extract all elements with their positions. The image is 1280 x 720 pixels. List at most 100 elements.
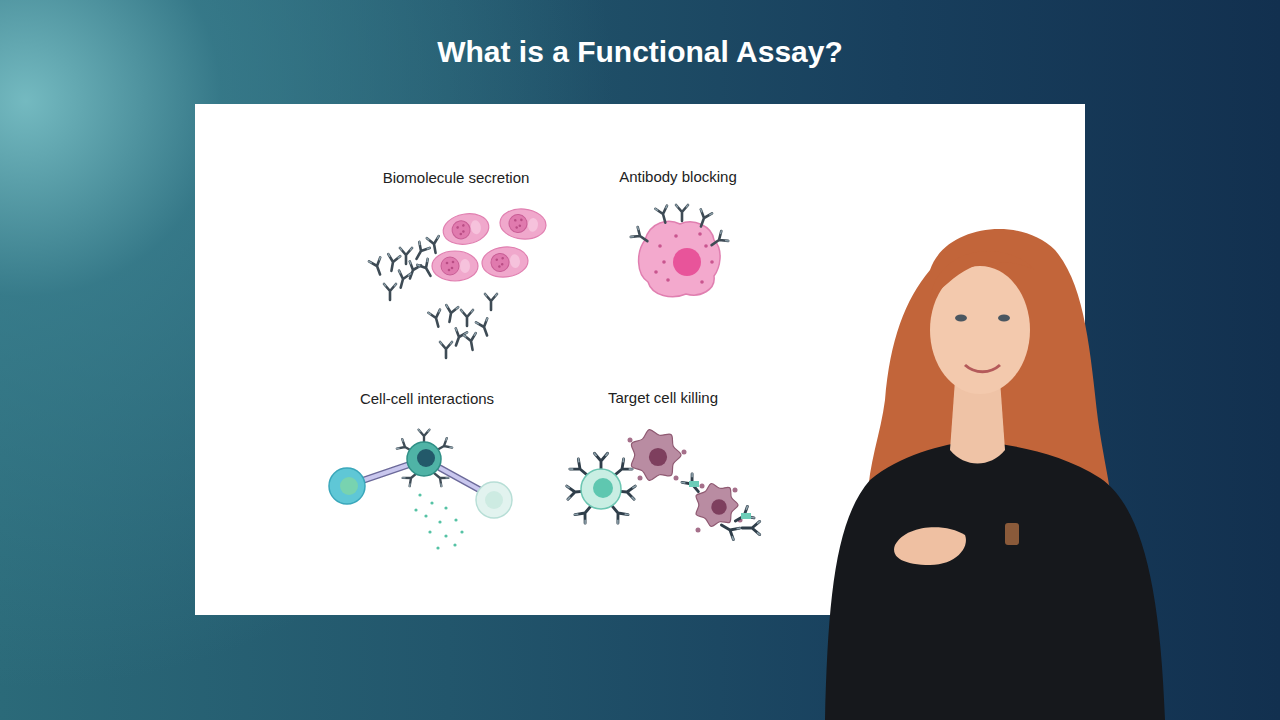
antibody-symbol xyxy=(695,209,713,229)
antibody-tip xyxy=(398,270,411,276)
t-cell xyxy=(407,442,441,476)
slide-panel xyxy=(195,104,1085,615)
antibody-tip xyxy=(461,309,474,312)
antibody-tip xyxy=(719,230,729,242)
chromatin-dot xyxy=(462,224,465,227)
antibody-tip xyxy=(485,293,498,296)
presenter-eye xyxy=(998,315,1010,322)
antibody-symbol xyxy=(427,236,442,254)
debris-dot xyxy=(733,488,738,493)
antibody-symbol xyxy=(630,226,651,246)
cell-nucleus xyxy=(673,248,701,276)
panel-label: Antibody blocking xyxy=(619,168,737,185)
antibody-symbol xyxy=(461,309,474,326)
debris-dot xyxy=(638,476,643,481)
cytokine-dot xyxy=(438,520,441,523)
cytokine-dot xyxy=(454,518,457,521)
chromatin-dot xyxy=(456,226,459,229)
cytokine-dot xyxy=(460,530,463,533)
granule-dot xyxy=(710,260,714,264)
antibody-tip xyxy=(445,304,458,309)
chromatin-dot xyxy=(515,226,518,229)
antibody-tip xyxy=(731,526,741,540)
antibody-tip xyxy=(396,439,404,450)
antibody-symbol xyxy=(594,453,608,471)
antibody-symbol xyxy=(417,258,437,279)
antibody-tip xyxy=(426,235,439,240)
antibody-symbol xyxy=(440,341,453,358)
presenter-body xyxy=(825,440,1165,720)
panel-label: Cell-cell interactions xyxy=(360,390,494,407)
effector-cell xyxy=(581,469,621,509)
cytokine-dot xyxy=(414,508,417,511)
antibody-symbol xyxy=(461,310,473,326)
antibody-symbol xyxy=(655,205,672,224)
presenter-eye xyxy=(955,315,967,322)
antibody-tip xyxy=(402,476,412,487)
antibody-tip xyxy=(387,253,400,258)
chromatin-dot xyxy=(498,265,501,268)
antibody-symbol xyxy=(475,318,493,338)
antibody-symbol xyxy=(385,253,401,272)
cell-nucleus xyxy=(340,477,358,495)
cytokine-dot xyxy=(428,530,431,533)
dying-cell xyxy=(696,484,738,527)
antibody-symbol xyxy=(681,473,704,496)
chromatin-dot xyxy=(451,267,454,270)
plasma-cell xyxy=(441,210,492,248)
cell-nucleus xyxy=(441,257,459,275)
antibody-symbol xyxy=(428,309,445,328)
cytokine-dot xyxy=(436,546,439,549)
cell-nucleus xyxy=(417,449,435,467)
dying-cell xyxy=(631,430,681,481)
presenter-watch xyxy=(1005,523,1019,545)
antibody-symbol xyxy=(386,254,401,272)
antibody-symbol xyxy=(443,304,459,323)
presenter-hands xyxy=(894,527,966,565)
antibody-symbol xyxy=(394,270,411,289)
chromatin-dot xyxy=(501,257,504,260)
cell-nucleus xyxy=(711,499,726,514)
chromatin-dot xyxy=(459,232,462,235)
antibody-symbol xyxy=(368,257,386,277)
antibody-tip xyxy=(368,257,381,264)
granule-dot xyxy=(658,244,662,248)
granule-dot xyxy=(700,280,704,284)
antibody-symbol xyxy=(485,293,498,310)
antibody-tip xyxy=(418,241,431,250)
antibody-symbol xyxy=(631,227,651,246)
antibody-tip xyxy=(655,205,668,211)
antibody-tip xyxy=(475,318,488,325)
antibody-tip xyxy=(463,332,476,337)
granule-dot xyxy=(654,270,658,274)
fc-receptor xyxy=(741,513,751,519)
antibody-tip xyxy=(440,341,453,344)
chromatin-dot xyxy=(518,224,521,227)
antibody-symbol xyxy=(718,519,741,541)
antibody-symbol xyxy=(708,230,729,250)
antibody-symbol xyxy=(450,328,467,347)
target-cell xyxy=(639,221,721,296)
antibody-tip xyxy=(631,485,636,500)
antibody-tip xyxy=(384,283,397,286)
antibody-symbol xyxy=(676,205,688,221)
granule-dot xyxy=(674,234,678,238)
cell-nucleus xyxy=(593,478,613,498)
antibody-symbol xyxy=(476,318,493,337)
antibody-symbol xyxy=(718,519,740,539)
antibody-symbol xyxy=(742,521,760,534)
chromatin-dot xyxy=(501,263,504,266)
cytokine-dot xyxy=(424,514,427,517)
cell-nucleus xyxy=(451,219,472,240)
immune-cell xyxy=(476,482,512,518)
antibody-symbol xyxy=(440,342,452,358)
chromatin-dot xyxy=(446,262,449,265)
receptor-bridge xyxy=(364,465,408,480)
antibody-symbol xyxy=(708,231,728,250)
cytokine-dot xyxy=(418,493,421,496)
slide-title: What is a Functional Assay? xyxy=(437,35,843,69)
antibody-symbol xyxy=(682,474,703,496)
plasma-cell xyxy=(481,245,529,279)
